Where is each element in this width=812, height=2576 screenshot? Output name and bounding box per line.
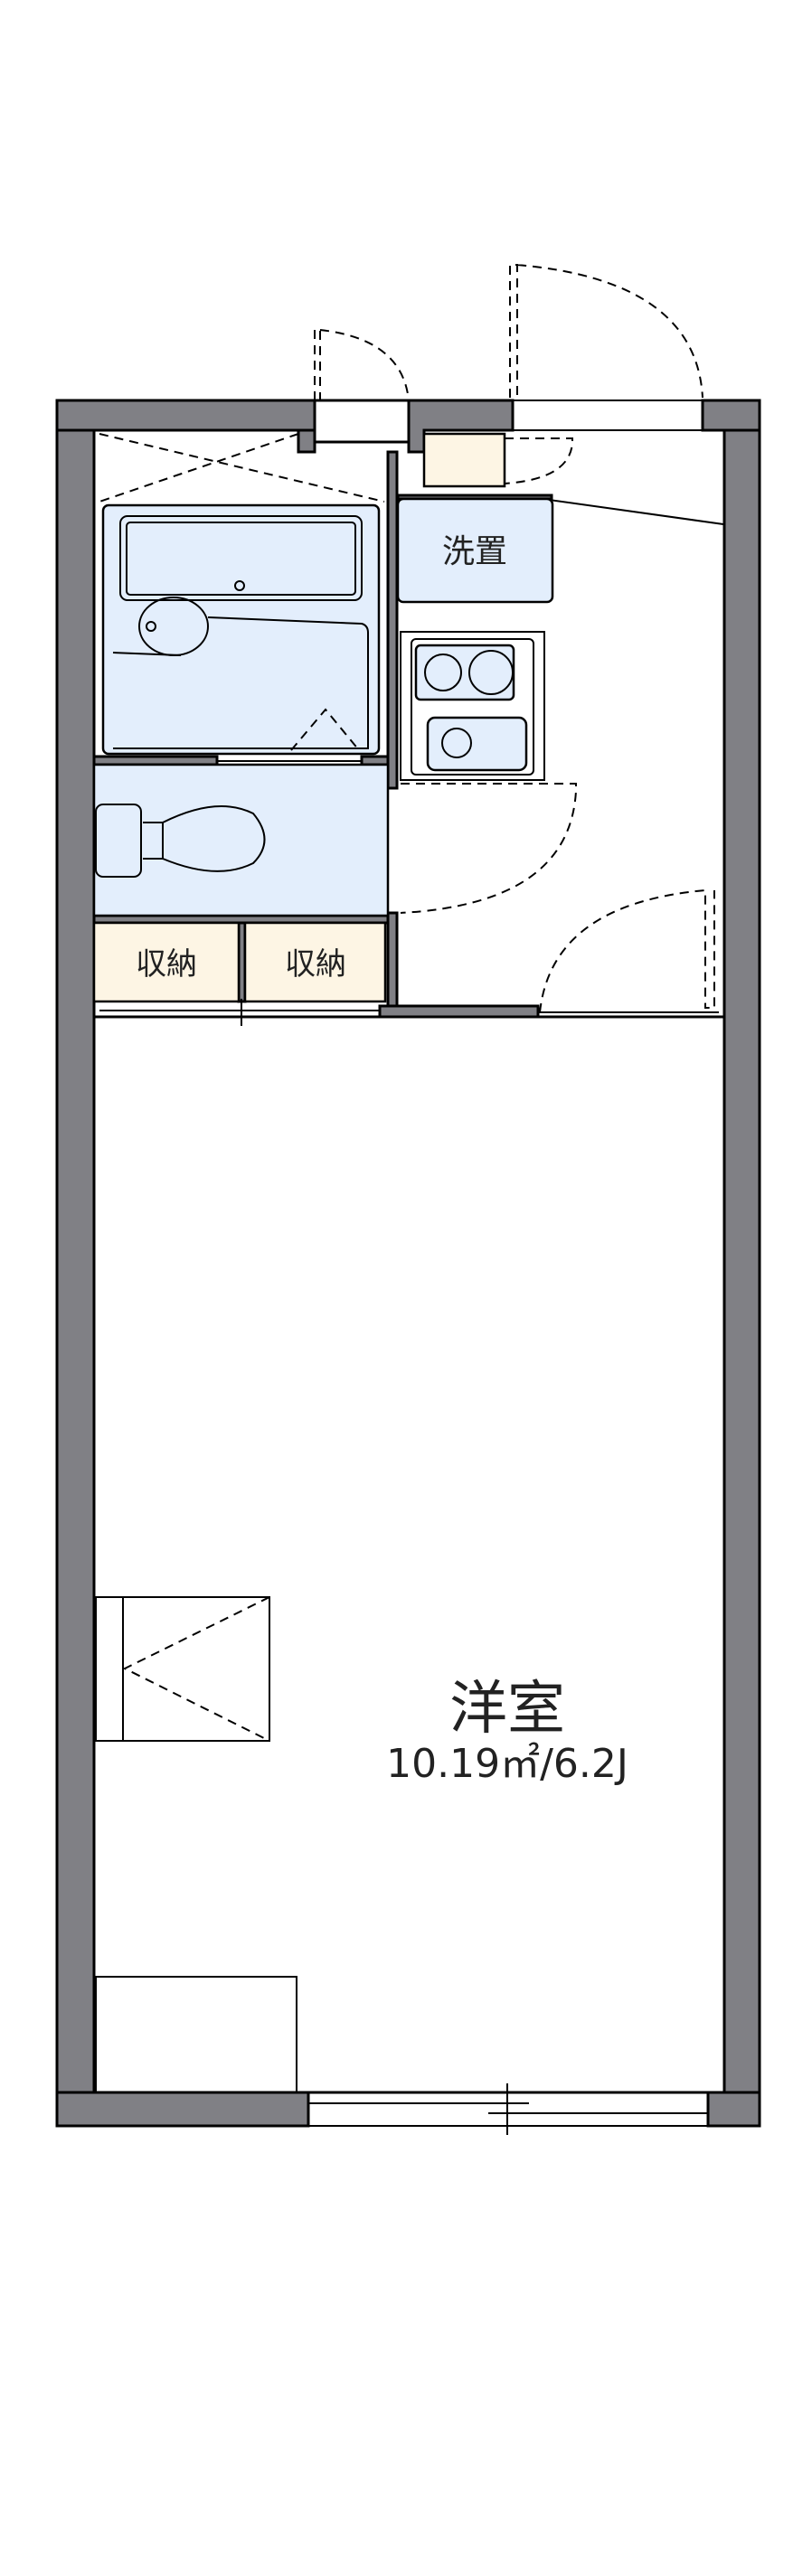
main-room-label: 洋室 [449, 1676, 565, 1743]
room-door-swing[interactable] [539, 888, 715, 1013]
bathtub [101, 503, 381, 756]
entrance-door-swing[interactable] [509, 264, 703, 399]
main-room [92, 1015, 726, 2094]
storage-2: 収納 [243, 921, 387, 1003]
hall-door-swing[interactable] [400, 783, 577, 914]
shoe-cabinet [422, 432, 506, 488]
cabinet-door-swing [504, 437, 573, 484]
main-room-area: 10.19㎡/6.2J [386, 1741, 628, 1787]
small-door-swing[interactable] [314, 329, 410, 401]
washer-space: 洗置 [396, 497, 554, 604]
stove-icon [414, 644, 515, 701]
exterior-walls [55, 399, 761, 2128]
closet [95, 1596, 270, 1742]
storage-1: 収納 [92, 921, 241, 1003]
toilet-room [92, 763, 390, 917]
entrance-opening [512, 400, 703, 431]
washroom-area [99, 433, 385, 503]
storage-1-label: 収納 [136, 946, 197, 982]
balcony-window[interactable] [307, 2083, 709, 2135]
kitchen-counter [400, 631, 545, 781]
washer-space-label: 洗置 [442, 533, 507, 570]
storage-2-label: 収納 [285, 946, 346, 982]
desk-area [95, 1976, 297, 2093]
